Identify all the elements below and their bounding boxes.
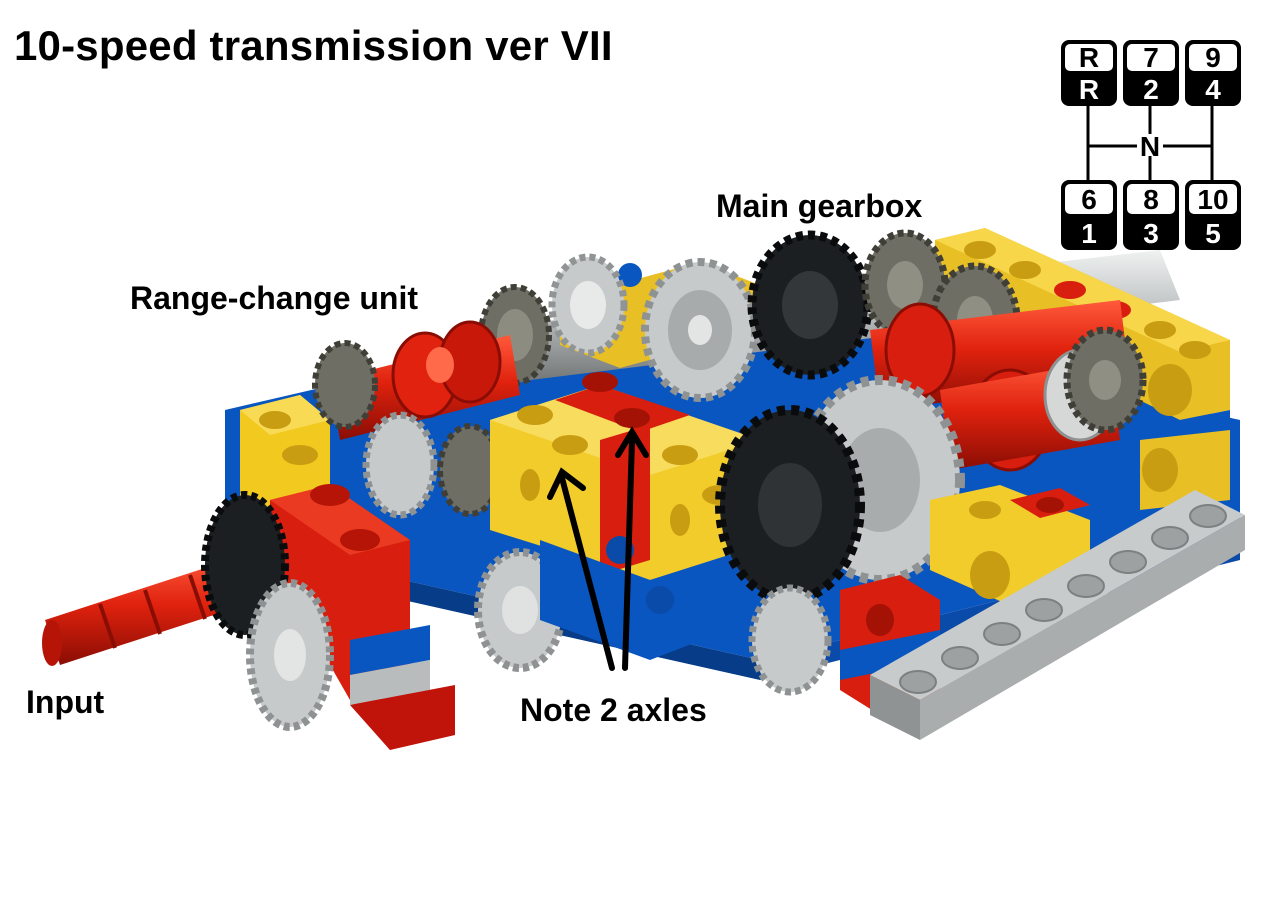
shift-top-2-upper: 7 [1143,42,1159,73]
front-gears [715,375,965,696]
input-axle [42,491,334,731]
shift-top-3-lower: 4 [1205,74,1221,105]
shift-top-1-upper: R [1079,42,1099,73]
shift-bottom-2-upper: 8 [1143,184,1159,215]
shift-top-3-upper: 9 [1205,42,1221,73]
page-title: 10-speed transmission ver VII [14,22,613,69]
main-gearbox-label: Main gearbox [716,188,923,224]
shift-top-2-lower: 2 [1143,74,1159,105]
gray-plate [870,490,1245,740]
input-label: Input [26,684,105,720]
note-arrows [547,426,649,671]
shift-bottom-1-upper: 6 [1081,184,1097,215]
range-change-label: Range-change unit [130,280,419,316]
shift-slot-top-2: 7 2 [1123,40,1179,106]
shift-slot-top-3: 9 4 [1185,40,1241,106]
range-red-axle [330,320,520,440]
shift-slot-bottom-1: 6 1 [1061,180,1117,250]
shift-slot-bottom-2: 8 3 [1123,180,1179,250]
shift-slot-top-1: R R [1061,40,1117,106]
shift-top-1-lower: R [1079,74,1099,105]
shift-bottom-2-lower: 3 [1143,218,1159,249]
main-red-shifters [870,300,1147,472]
shift-pattern: N R R 7 2 9 4 6 1 8 3 10 5 [1061,40,1241,250]
range-left-frame [240,395,455,750]
note-label: Note 2 axles [520,692,707,728]
shift-bottom-3-upper: 10 [1197,184,1228,215]
shift-slot-bottom-3: 10 5 [1185,180,1241,250]
shift-bottom-3-lower: 5 [1205,218,1221,249]
shift-neutral: N [1140,131,1160,162]
center-beam [490,372,780,660]
shift-bottom-1-lower: 1 [1081,218,1097,249]
